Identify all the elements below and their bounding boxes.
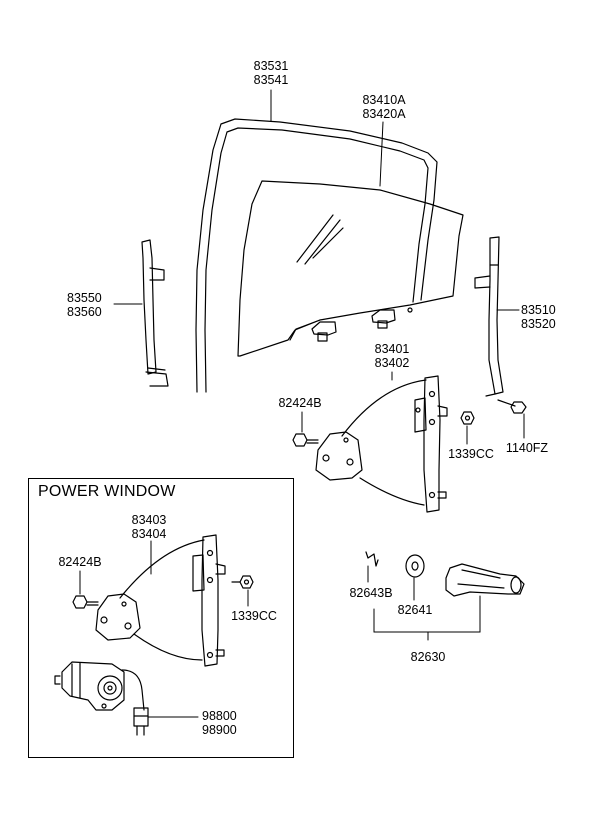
callout-82630: 82630 <box>410 650 446 664</box>
callout-1339cc-inset: 1339CC <box>231 609 277 623</box>
door-glass <box>237 180 464 357</box>
bolt-82424b <box>292 433 319 447</box>
power-window-inset-box <box>28 478 294 758</box>
front-lower-channel <box>141 239 169 387</box>
nut-1339cc-inset <box>231 575 254 589</box>
bolt-82424b-inset <box>72 595 99 609</box>
callout-1339cc: 1339CC <box>448 447 494 461</box>
window-motor <box>54 661 149 736</box>
callout-82643b: 82643B <box>349 586 393 600</box>
window-run-channel <box>195 118 438 393</box>
inset-title: POWER WINDOW <box>38 483 176 500</box>
callout-82641: 82641 <box>397 603 433 617</box>
callout-82424b-inset: 82424B <box>58 555 102 569</box>
leader-lines <box>79 89 525 718</box>
spacer-82641 <box>405 554 425 578</box>
rear-lower-channel <box>474 236 504 397</box>
callout-82424b: 82424B <box>278 396 322 410</box>
window-handle <box>445 563 525 597</box>
window-regulator-power <box>95 534 226 667</box>
window-regulator-manual <box>315 375 448 513</box>
snap-ring-82643b <box>365 551 379 567</box>
callout-1140fz: 1140FZ <box>505 441 549 455</box>
nut-1339cc <box>460 411 475 425</box>
bolt-1140fz <box>497 399 527 414</box>
